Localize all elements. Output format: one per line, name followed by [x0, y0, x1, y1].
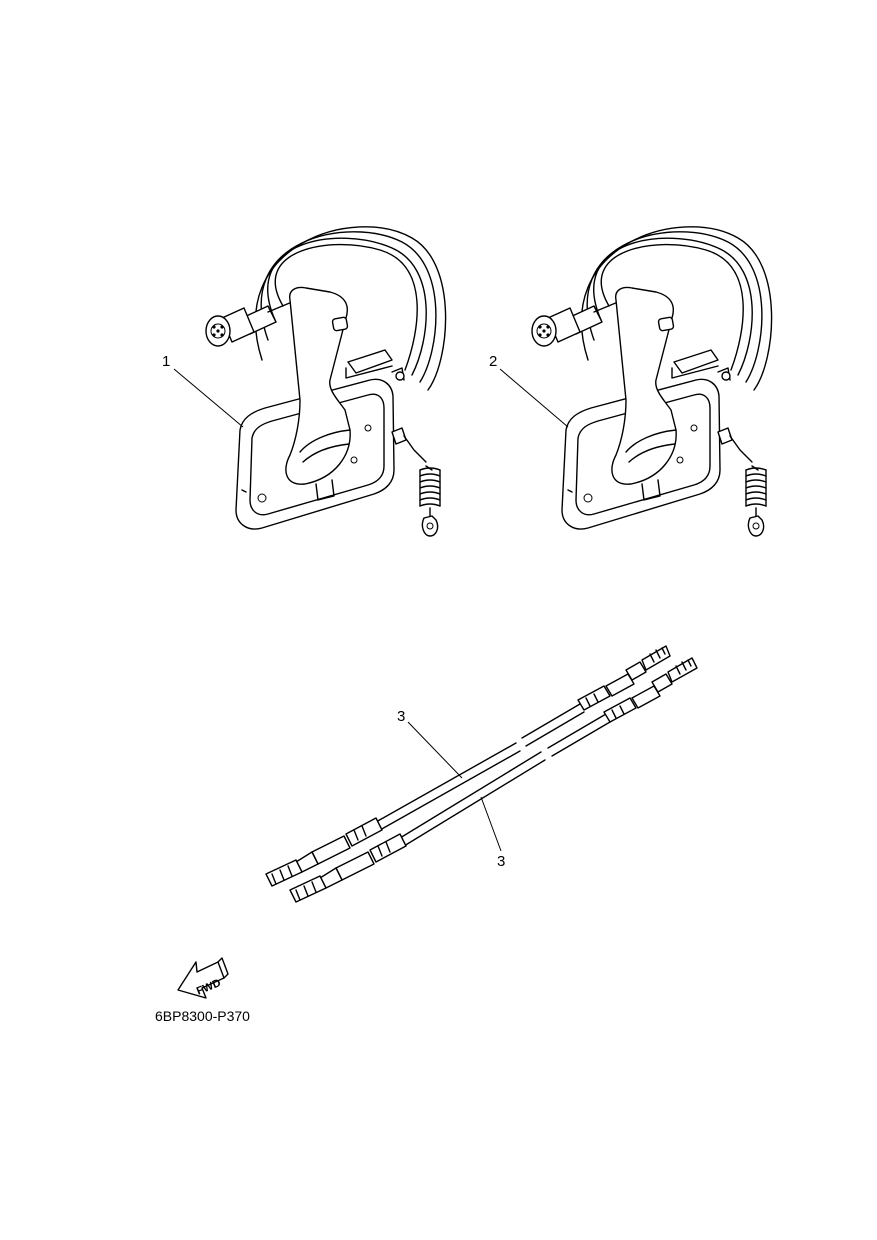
leader-line-2: [499, 368, 569, 428]
leader-line-1: [173, 368, 244, 428]
remote-control-box-2: [531, 226, 773, 537]
callout-3a: 3: [397, 708, 405, 725]
callout-3b: 3: [497, 853, 505, 870]
throttle-cable-lower: [289, 657, 698, 903]
leader-line-3a: [407, 721, 463, 779]
callout-1: 1: [162, 353, 170, 370]
throttle-cable-upper: [265, 645, 671, 887]
fwd-arrow-icon: FWD: [177, 957, 229, 999]
remote-control-box-1: [205, 226, 447, 537]
callout-2: 2: [489, 353, 497, 370]
diagram-code: 6BP8300-P370: [155, 1008, 250, 1024]
leader-line-3b: [480, 796, 502, 852]
